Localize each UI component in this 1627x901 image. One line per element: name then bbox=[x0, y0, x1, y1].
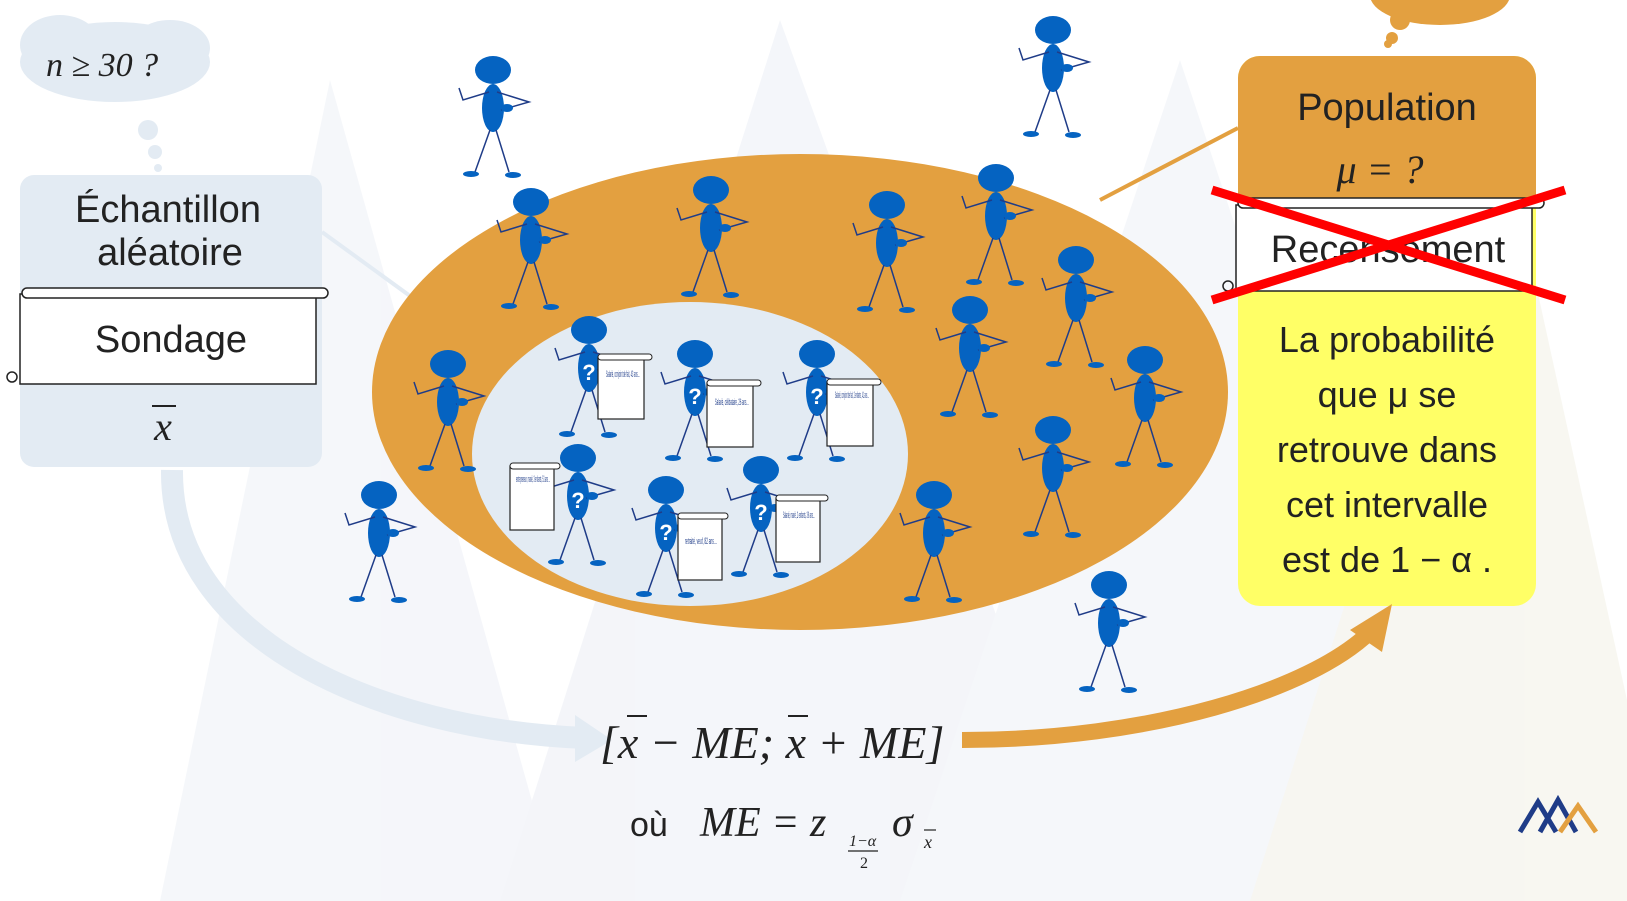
subscript-denominator: 2 bbox=[860, 855, 868, 872]
population-panel: Population μ = ? Recensement La probabil… bbox=[1210, 56, 1567, 606]
population-parameter: μ = ? bbox=[1335, 147, 1423, 192]
sample-title-line2: aléatoire bbox=[97, 232, 243, 274]
interval-to-population-arrow bbox=[961, 626, 1376, 748]
person-figure bbox=[458, 55, 530, 179]
respondent-cards: Salarié, conjoint de fait, 43 ans… Salar… bbox=[509, 353, 882, 581]
respondent-text: Salarié, célibataire, 26 ans… bbox=[715, 397, 749, 407]
respondent-card: Salarié, célibataire, 26 ans… bbox=[706, 379, 762, 448]
sigma-symbol: σ bbox=[892, 800, 915, 846]
population-connector bbox=[1099, 126, 1239, 202]
sample-to-interval-arrow bbox=[160, 469, 586, 749]
respondent-card: Salarié, conjoint de fait, 43 ans… bbox=[597, 353, 653, 420]
arrowhead bbox=[575, 715, 612, 762]
sample-title-line1: Échantillon bbox=[75, 188, 261, 231]
svg-text:?: ? bbox=[688, 384, 701, 409]
sample-size-question: n ≥ 30 ? bbox=[46, 47, 158, 84]
probability-line: cet intervalle bbox=[1286, 484, 1488, 525]
margin-error-definition: ME = z bbox=[699, 800, 826, 846]
respondent-card: Salarié, marié, 2 enfants, 39 ans… bbox=[775, 494, 829, 563]
confidence-interval-formula: [x − ME; x + ME] où ME = z 1−α 2 σ x bbox=[600, 715, 944, 872]
population-method: Recensement bbox=[1271, 229, 1506, 271]
svg-text:?: ? bbox=[659, 520, 672, 545]
respondent-card: entrepreneur, marié, 3 enfants, 51 ans… bbox=[509, 462, 561, 531]
sigma-subscript: x bbox=[923, 832, 932, 852]
formula-prefix: où bbox=[630, 806, 668, 844]
question-marks: ? ? ? ? ? ? bbox=[571, 360, 823, 545]
svg-text:?: ? bbox=[810, 384, 823, 409]
respondent-text: Salarié, marié, 2 enfants, 39 ans… bbox=[783, 510, 815, 520]
cross-out-line bbox=[1210, 185, 1567, 305]
population-title: Population bbox=[1297, 87, 1477, 129]
thought-cloud: n ≥ 30 ? bbox=[20, 15, 210, 172]
sample-mean-symbol: x bbox=[153, 404, 172, 449]
person-figure bbox=[1018, 15, 1090, 139]
corner-logo bbox=[1517, 794, 1599, 834]
subscript-numerator: 1−α bbox=[849, 833, 877, 850]
sample-panel: Échantillon aléatoire Sondage x bbox=[6, 175, 329, 467]
respondent-text: entrepreneur, marié, 3 enfants, 51 ans… bbox=[516, 474, 550, 484]
thought-cloud-right bbox=[1370, 0, 1510, 48]
probability-line: est de 1 − α . bbox=[1282, 539, 1492, 580]
svg-text:?: ? bbox=[571, 488, 584, 513]
arrowhead bbox=[1350, 604, 1392, 652]
interval-expression: [x − ME; x + ME] bbox=[600, 717, 944, 768]
sample-method: Sondage bbox=[95, 319, 247, 361]
probability-line: La probabilité bbox=[1279, 319, 1495, 360]
respondent-card: retraité, veuf, 82 ans… bbox=[677, 512, 729, 581]
respondent-text: retraité, veuf, 82 ans… bbox=[685, 536, 717, 546]
svg-text:?: ? bbox=[582, 360, 595, 385]
respondent-card: Salarié, conjoint de fait, 2 enfants, 41… bbox=[826, 378, 882, 447]
respondent-text: Salarié, conjoint de fait, 2 enfants, 41… bbox=[835, 390, 869, 400]
probability-line: que μ se bbox=[1318, 374, 1457, 415]
respondent-text: Salarié, conjoint de fait, 43 ans… bbox=[606, 369, 640, 379]
svg-text:?: ? bbox=[754, 500, 767, 525]
probability-line: retrouve dans bbox=[1277, 429, 1497, 470]
